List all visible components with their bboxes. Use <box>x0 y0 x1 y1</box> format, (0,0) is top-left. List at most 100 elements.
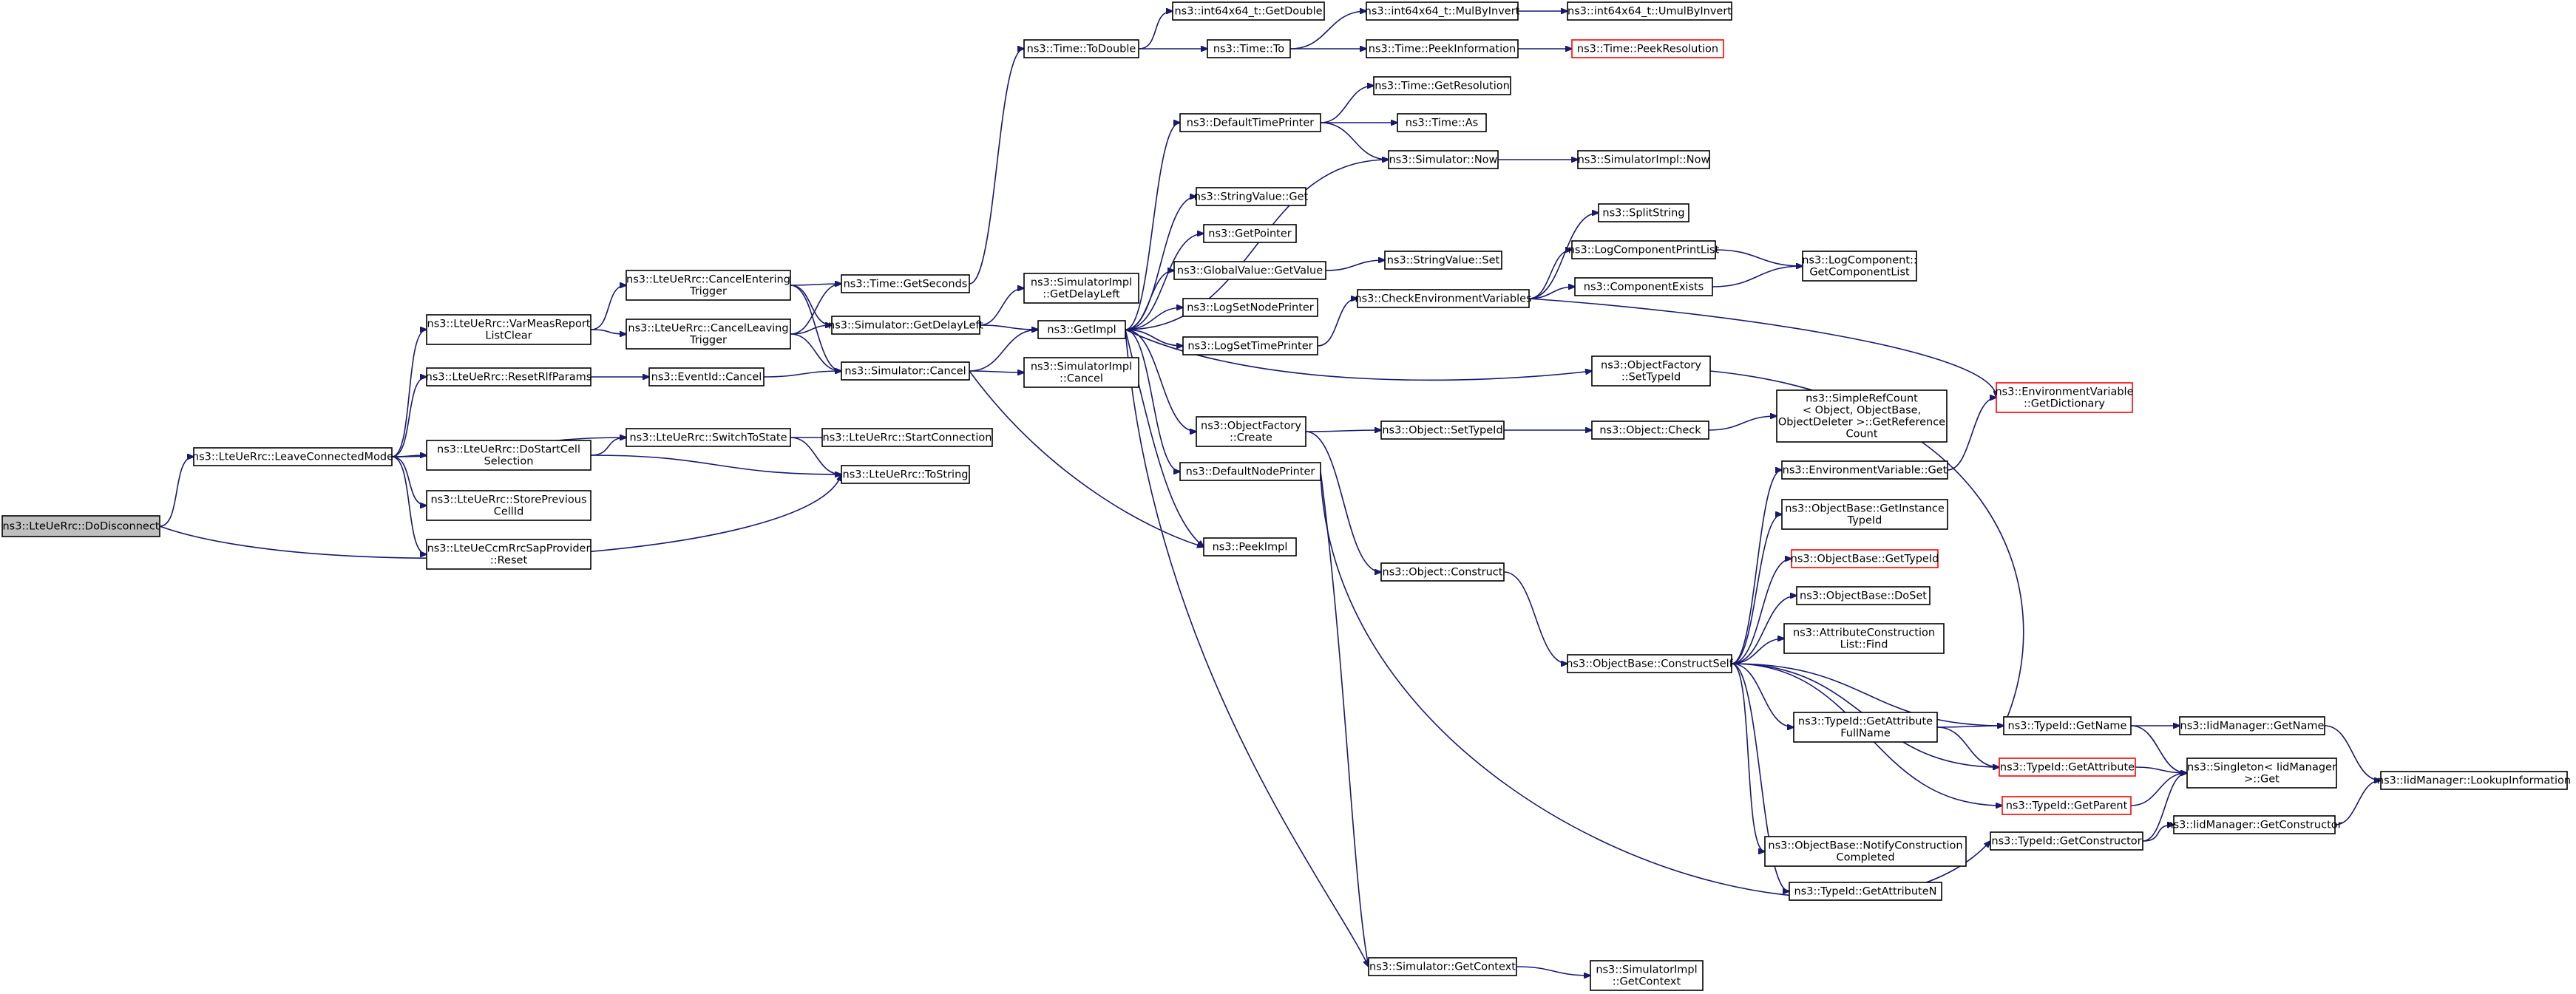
function-node[interactable]: ns3::ObjectBase::NotifyConstructionCompl… <box>1764 836 1967 867</box>
node-box <box>1 515 160 537</box>
node-label-line: ns3::ObjectBase::ConstructSelf <box>1566 658 1733 670</box>
node-box <box>1173 261 1326 280</box>
function-node[interactable]: ns3::LogSetTimePrinter <box>1182 336 1318 355</box>
function-node[interactable]: ns3::Simulator::Now <box>1388 150 1499 169</box>
function-node[interactable]: ns3::ObjectBase::DoSet <box>1796 586 1931 605</box>
function-node[interactable]: ns3::Time::ToDouble <box>1023 39 1139 58</box>
function-node[interactable]: ns3::CheckEnvironmentVariables <box>1355 289 1532 308</box>
function-node[interactable]: ns3::Time::As <box>1397 113 1487 132</box>
root-function-node[interactable]: ns3::LteUeRrc::DoDisconnect <box>1 515 160 537</box>
call-edge <box>391 377 427 457</box>
function-node[interactable]: ns3::TypeId::GetConstructor <box>1990 831 2143 851</box>
function-node[interactable]: ns3::LteUeRrc::SwitchToState <box>626 428 791 447</box>
function-node[interactable]: ns3::TypeId::GetAttributeN <box>1789 882 1942 901</box>
function-node[interactable]: ns3::ObjectFactory::SetTypeId <box>1591 355 1711 387</box>
function-node[interactable]: ns3::IidManager::GetConstructor <box>2166 815 2342 834</box>
node-label-line: ns3::Time::PeekResolution <box>1577 44 1718 55</box>
function-node[interactable]: ns3::ObjectBase::GetTypeId <box>1791 549 1939 568</box>
node-box <box>841 361 970 381</box>
function-node[interactable]: ns3::StringValue::Set <box>1384 251 1502 270</box>
function-node[interactable]: ns3::ComponentExists <box>1574 277 1713 296</box>
function-node[interactable]: ns3::Time::GetResolution <box>1373 76 1511 95</box>
function-node[interactable]: ns3::SimulatorImpl::GetContext <box>1590 960 1704 991</box>
function-node[interactable]: ns3::SimulatorImpl::Cancel <box>1023 357 1139 388</box>
function-node[interactable]: ns3::Singleton< IidManager>::Get <box>2186 758 2337 789</box>
function-node[interactable]: ns3::Object::Construct <box>1380 562 1505 582</box>
node-box <box>1366 1 1519 21</box>
call-edge <box>391 456 427 554</box>
function-node[interactable]: ns3::int64x64_t::MulByInvert <box>1365 1 1520 21</box>
function-node[interactable]: ns3::TypeId::GetAttribute <box>1999 758 2136 777</box>
node-box <box>1182 298 1318 317</box>
function-node[interactable]: ns3::GlobalValue::GetValue <box>1173 261 1326 280</box>
function-node[interactable]: ns3::LogComponent::GetComponentList <box>1802 251 1917 282</box>
node-label-line: ns3::GetPointer <box>1208 228 1292 240</box>
function-node[interactable]: ns3::DefaultTimePrinter <box>1179 113 1321 132</box>
function-node[interactable]: ns3::EventId::Cancel <box>648 367 765 387</box>
node-label-line: ns3::SimulatorImpl <box>1031 361 1132 373</box>
function-node[interactable]: ns3::SplitString <box>1598 203 1689 222</box>
call-edge <box>1947 398 1996 471</box>
call-edge <box>2142 825 2174 842</box>
function-node[interactable]: ns3::LogComponentPrintList <box>1568 240 1720 259</box>
function-node[interactable]: ns3::Object::Check <box>1591 421 1709 440</box>
function-node[interactable]: ns3::Simulator::GetDelayLeft <box>828 316 983 335</box>
function-node[interactable]: ns3::LteUeRrc::StartConnection <box>821 428 993 447</box>
function-node[interactable]: ns3::LteUeRrc::LeaveConnectedMode <box>192 447 393 466</box>
function-node[interactable]: ns3::TypeId::GetName <box>2003 716 2132 735</box>
function-node[interactable]: ns3::Time::PeekResolution <box>1571 39 1724 58</box>
node-label-line: ns3::LteUeRrc::VarMeasReport <box>427 319 591 330</box>
function-node[interactable]: ns3::int64x64_t::GetDouble <box>1172 1 1325 21</box>
function-node[interactable]: ns3::Time::To <box>1207 39 1291 58</box>
function-node[interactable]: ns3::IidManager::GetName <box>2179 716 2325 735</box>
node-label-line: ns3::GlobalValue::GetValue <box>1177 265 1323 277</box>
call-edge <box>1320 86 1374 123</box>
function-node[interactable]: ns3::Object::SetTypeId <box>1380 421 1505 440</box>
call-edge <box>391 330 427 457</box>
function-node[interactable]: ns3::SimulatorImpl::Now <box>1577 150 1710 169</box>
node-label-line: ns3::LteUeRrc::LeaveConnectedMode <box>192 452 393 463</box>
call-edge <box>1125 329 1183 346</box>
function-node[interactable]: ns3::PeekImpl <box>1203 537 1297 556</box>
function-node[interactable]: ns3::Time::GetSeconds <box>841 274 970 293</box>
function-node[interactable]: ns3::DefaultNodePrinter <box>1179 462 1321 481</box>
function-node[interactable]: ns3::StringValue::Get <box>1194 187 1309 206</box>
function-node[interactable]: ns3::int64x64_t::UmulByInvert <box>1567 1 1732 21</box>
call-edge <box>1731 596 1797 664</box>
function-node[interactable]: ns3::LteUeRrc::ResetRlfParams <box>426 367 592 387</box>
function-node[interactable]: ns3::LteUeCcmRrcSapProvider::Reset <box>426 539 592 570</box>
function-node[interactable]: ns3::LteUeRrc::ToString <box>841 465 970 484</box>
function-node[interactable]: ns3::SimulatorImpl::GetDelayLeft <box>1023 273 1139 304</box>
function-node[interactable]: ns3::EnvironmentVariable::GetDictionary <box>1995 382 2134 413</box>
function-node[interactable]: ns3::ObjectFactory::Create <box>1196 416 1306 447</box>
node-box <box>648 367 765 387</box>
function-node[interactable]: ns3::GetImpl <box>1037 320 1126 339</box>
function-node[interactable]: ns3::IidManager::LookupInformation <box>2377 771 2571 790</box>
function-node[interactable]: ns3::Simulator::GetContext <box>1368 957 1517 976</box>
function-node[interactable]: ns3::SimpleRefCount< Object, ObjectBase,… <box>1776 389 1948 443</box>
call-edge <box>590 285 626 330</box>
call-edge <box>391 456 427 505</box>
function-node[interactable]: ns3::GetPointer <box>1203 224 1297 243</box>
node-label-line: ns3::Simulator::GetDelayLeft <box>828 320 983 332</box>
node-label-line: ns3::ObjectBase::GetTypeId <box>1791 554 1939 565</box>
function-node[interactable]: ns3::ObjectBase::ConstructSelf <box>1566 654 1734 673</box>
node-label-line: ns3::Time::ToDouble <box>1027 44 1136 55</box>
function-node[interactable]: ns3::TypeId::GetParent <box>2002 796 2132 815</box>
call-edge <box>2324 725 2381 780</box>
call-edge <box>1305 430 1381 432</box>
node-label-line: ::GetDelayLeft <box>1043 289 1120 301</box>
function-node[interactable]: ns3::LogSetNodePrinter <box>1182 298 1318 317</box>
function-node[interactable]: ns3::Time::PeekInformation <box>1366 39 1519 58</box>
function-node[interactable]: ns3::Simulator::Cancel <box>841 361 970 381</box>
node-label-line: ns3::LteUeCcmRrcSapProvider <box>427 543 591 555</box>
function-node[interactable]: ns3::EnvironmentVariable::Get <box>1781 460 1948 480</box>
